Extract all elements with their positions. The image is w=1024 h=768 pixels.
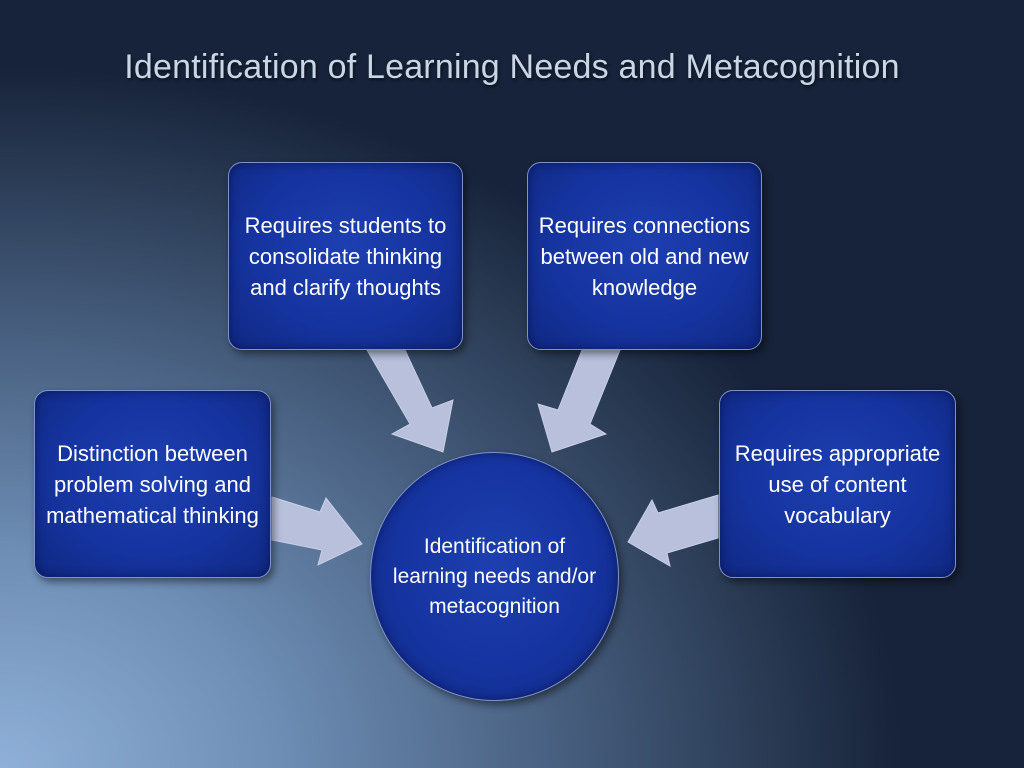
node-top-right: Requires connections between old and new… [527,162,762,350]
center-node-label: Identification of learning needs and/or … [392,534,597,618]
center-node: Identification of learning needs and/or … [370,452,619,701]
node-top-left: Requires students to consolidate thinkin… [228,162,463,350]
slide-title: Identification of Learning Needs and Met… [124,48,900,86]
arrow-right-to-center [627,494,719,568]
node-top-right-label: Requires connections between old and new… [538,212,751,300]
node-top-left-label: Requires students to consolidate thinkin… [244,212,447,300]
arrow-left-to-center [271,496,363,566]
node-left: Distinction between problem solving and … [34,390,271,578]
node-right-label: Requires appropriate use of content voca… [734,440,941,528]
arrow-top-right-to-center [537,349,621,453]
node-right: Requires appropriate use of content voca… [719,390,956,578]
node-left-label: Distinction between problem solving and … [46,440,259,528]
arrow-top-left-to-center [366,349,454,453]
